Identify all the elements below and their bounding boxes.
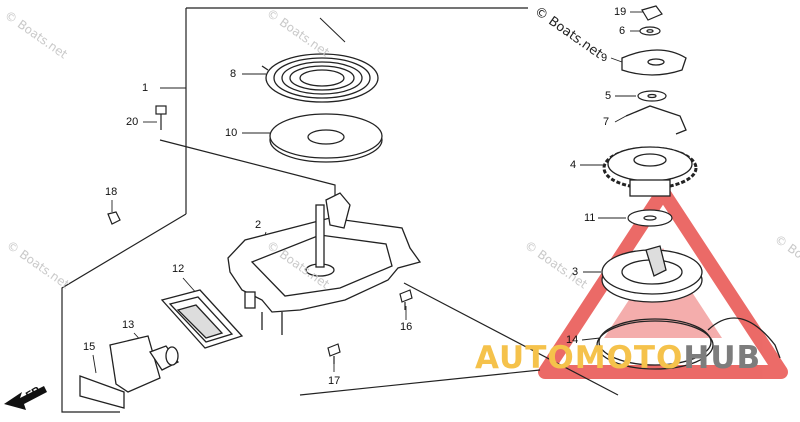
- callout-6: 6: [619, 25, 626, 37]
- friction-plate-11: [627, 209, 673, 227]
- nut-19: [641, 5, 663, 21]
- callout-12: 12: [172, 263, 185, 275]
- callout-11: 11: [584, 212, 596, 224]
- starter-housing-part: [227, 192, 422, 335]
- spring-cover-plate: [269, 113, 383, 163]
- starter-handle-part: [109, 335, 179, 393]
- gear-part-4: [602, 146, 698, 197]
- automotohub-brand: AUTOMOTOHUB: [475, 340, 761, 376]
- bolt-17: [327, 343, 341, 364]
- callout-3: 3: [572, 266, 579, 278]
- leader-14: [581, 337, 601, 341]
- callout-14: 14: [566, 334, 579, 346]
- recoil-spring-part: [261, 53, 379, 103]
- callout-20: 20: [126, 116, 139, 128]
- brand-part-hub: HUB: [683, 340, 762, 376]
- callout-8: 8: [230, 68, 237, 80]
- handle-seat-part: [160, 289, 244, 349]
- callout-13: 13: [122, 319, 135, 331]
- leader-7: [614, 115, 627, 123]
- callout-19: 19: [614, 6, 627, 18]
- nut-18: [107, 211, 121, 225]
- frame-line-bottom: [299, 369, 541, 396]
- leader-15: [92, 354, 97, 374]
- callout-1: 1: [142, 82, 149, 94]
- brand-part-automoto: AUTOMOTO: [475, 340, 684, 376]
- reel-part-3: [601, 245, 703, 303]
- spring-arrow-line: [319, 17, 346, 43]
- callout-7: 7: [603, 116, 610, 128]
- washer-6: [639, 26, 661, 36]
- callout-10: 10: [225, 127, 238, 139]
- front-direction-arrow: [4, 386, 47, 410]
- callout-15: 15: [83, 341, 96, 353]
- frame-line-lower-left: [61, 213, 187, 413]
- leader-9: [610, 57, 623, 63]
- cap-part-9: [621, 49, 687, 76]
- callout-16: 16: [400, 321, 413, 333]
- callout-5: 5: [605, 90, 612, 102]
- frame-line-right: [403, 282, 619, 396]
- washer-5: [637, 90, 667, 102]
- starter-rope-14: [596, 317, 781, 370]
- bolt-20: [155, 105, 167, 130]
- callout-17: 17: [328, 375, 341, 387]
- callout-18: 18: [105, 186, 118, 198]
- bolt-16: [399, 289, 413, 310]
- handle-cap-part: [79, 375, 125, 409]
- callout-4: 4: [570, 159, 577, 171]
- clip-spring-7: [625, 105, 687, 135]
- callout-2: 2: [255, 219, 262, 231]
- callout-9: 9: [601, 52, 608, 64]
